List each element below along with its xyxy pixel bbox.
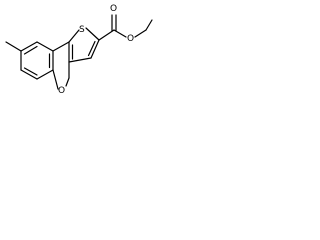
- bond: [20, 69, 38, 80]
- chemical-structure: S O O O: [5, 4, 153, 96]
- ester-oxygen-label: O: [127, 34, 134, 44]
- benzene-ring: [20, 41, 54, 80]
- bond: [68, 57, 92, 63]
- bond: [68, 29, 80, 43]
- bond: [36, 41, 54, 52]
- bond: [145, 19, 153, 31]
- double-bond-inner: [87, 40, 96, 57]
- bond: [36, 69, 54, 80]
- methyl-bond: [5, 41, 22, 52]
- bond: [90, 39, 100, 59]
- bond: [113, 29, 127, 38]
- bond: [20, 41, 38, 52]
- bond: [134, 29, 147, 38]
- bond: [52, 69, 59, 90]
- bond: [98, 29, 115, 41]
- ring-oxygen-label: O: [58, 86, 65, 96]
- thiophene-ring: [68, 27, 100, 63]
- carbonyl-oxygen-label: O: [110, 4, 117, 14]
- bond: [52, 41, 70, 52]
- structure-canvas: S O O O: [0, 0, 153, 108]
- sulfur-atom-label: S: [79, 25, 85, 35]
- bond: [85, 27, 100, 41]
- double-bond-inner: [23, 45, 38, 55]
- double-bond-inner: [23, 67, 38, 76]
- bond: [65, 77, 70, 87]
